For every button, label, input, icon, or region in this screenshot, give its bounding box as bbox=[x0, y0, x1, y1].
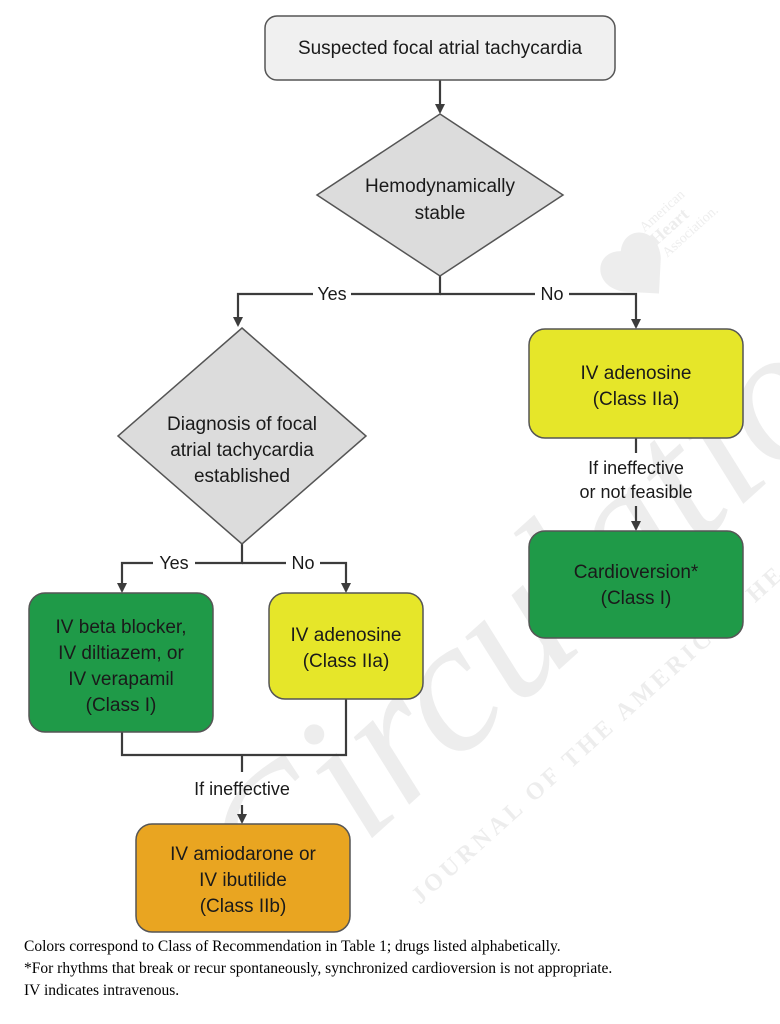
node-start-line-1: Suspected focal atrial tachycardia bbox=[298, 38, 583, 59]
node-cardioversion-line-2: (Class I) bbox=[601, 588, 672, 609]
edge-labels: Yes No If ineffective or not feasible Ye… bbox=[153, 282, 693, 799]
edge-diag-no bbox=[242, 561, 351, 593]
edge-hemo-no bbox=[440, 292, 641, 329]
node-adenosine-left-line-1: IV adenosine bbox=[291, 625, 402, 646]
node-beta-line-2: IV diltiazem, or bbox=[58, 643, 184, 664]
footnote-colors: Colors correspond to Class of Recommenda… bbox=[24, 938, 561, 955]
node-amio-line-1: IV amiodarone or bbox=[170, 844, 316, 865]
footnote-cardioversion: *For rhythms that break or recur spontan… bbox=[24, 960, 613, 977]
node-start: Suspected focal atrial tachycardia bbox=[264, 15, 616, 81]
node-hemodynamically-stable: Hemodynamically stable bbox=[315, 113, 565, 277]
node-hemo-line-2: stable bbox=[415, 203, 466, 224]
edge-merge bbox=[120, 699, 348, 757]
node-adenosine-left-line-2: (Class IIa) bbox=[303, 651, 390, 672]
label-diag-no: No bbox=[291, 553, 314, 573]
node-beta-line-3: IV verapamil bbox=[68, 669, 174, 690]
node-amio-line-2: IV ibutilide bbox=[199, 870, 287, 891]
node-diagnosis-established: Diagnosis of focal atrial tachycardia es… bbox=[116, 327, 368, 545]
node-cardioversion: Cardioversion* (Class I) bbox=[528, 530, 744, 639]
node-adenosine-right-line-1: IV adenosine bbox=[581, 363, 692, 384]
label-diag-yes: Yes bbox=[159, 553, 188, 573]
node-beta-blocker: IV beta blocker, IV diltiazem, or IV ver… bbox=[28, 592, 214, 733]
node-beta-line-4: (Class I) bbox=[86, 695, 157, 716]
node-diag-line-2: atrial tachycardia bbox=[170, 440, 314, 461]
heart-torch-icon bbox=[600, 232, 661, 294]
node-adenosine-right: IV adenosine (Class IIa) bbox=[528, 328, 744, 439]
node-cardioversion-line-1: Cardioversion* bbox=[574, 562, 699, 583]
node-adenosine-left: IV adenosine (Class IIa) bbox=[268, 592, 424, 700]
node-beta-line-1: IV beta blocker, bbox=[56, 617, 187, 638]
node-diag-line-3: established bbox=[194, 466, 290, 487]
node-hemo-line-1: Hemodynamically bbox=[365, 176, 515, 197]
node-adenosine-right-line-2: (Class IIa) bbox=[593, 389, 680, 410]
label-hemo-yes: Yes bbox=[317, 284, 346, 304]
label-right-ineffective-2: or not feasible bbox=[579, 482, 692, 502]
node-amiodarone: IV amiodarone or IV ibutilide (Class IIb… bbox=[135, 823, 351, 933]
node-amio-line-3: (Class IIb) bbox=[200, 896, 287, 917]
aha-logo: American Heart Association. bbox=[600, 187, 722, 294]
label-right-ineffective-1: If ineffective bbox=[588, 458, 684, 478]
node-diag-line-1: Diagnosis of focal bbox=[167, 414, 317, 435]
label-bottom-ineffective: If ineffective bbox=[194, 779, 290, 799]
label-hemo-no: No bbox=[540, 284, 563, 304]
footnotes: Colors correspond to Class of Recommenda… bbox=[24, 936, 764, 1002]
footnote-iv: IV indicates intravenous. bbox=[24, 982, 180, 999]
